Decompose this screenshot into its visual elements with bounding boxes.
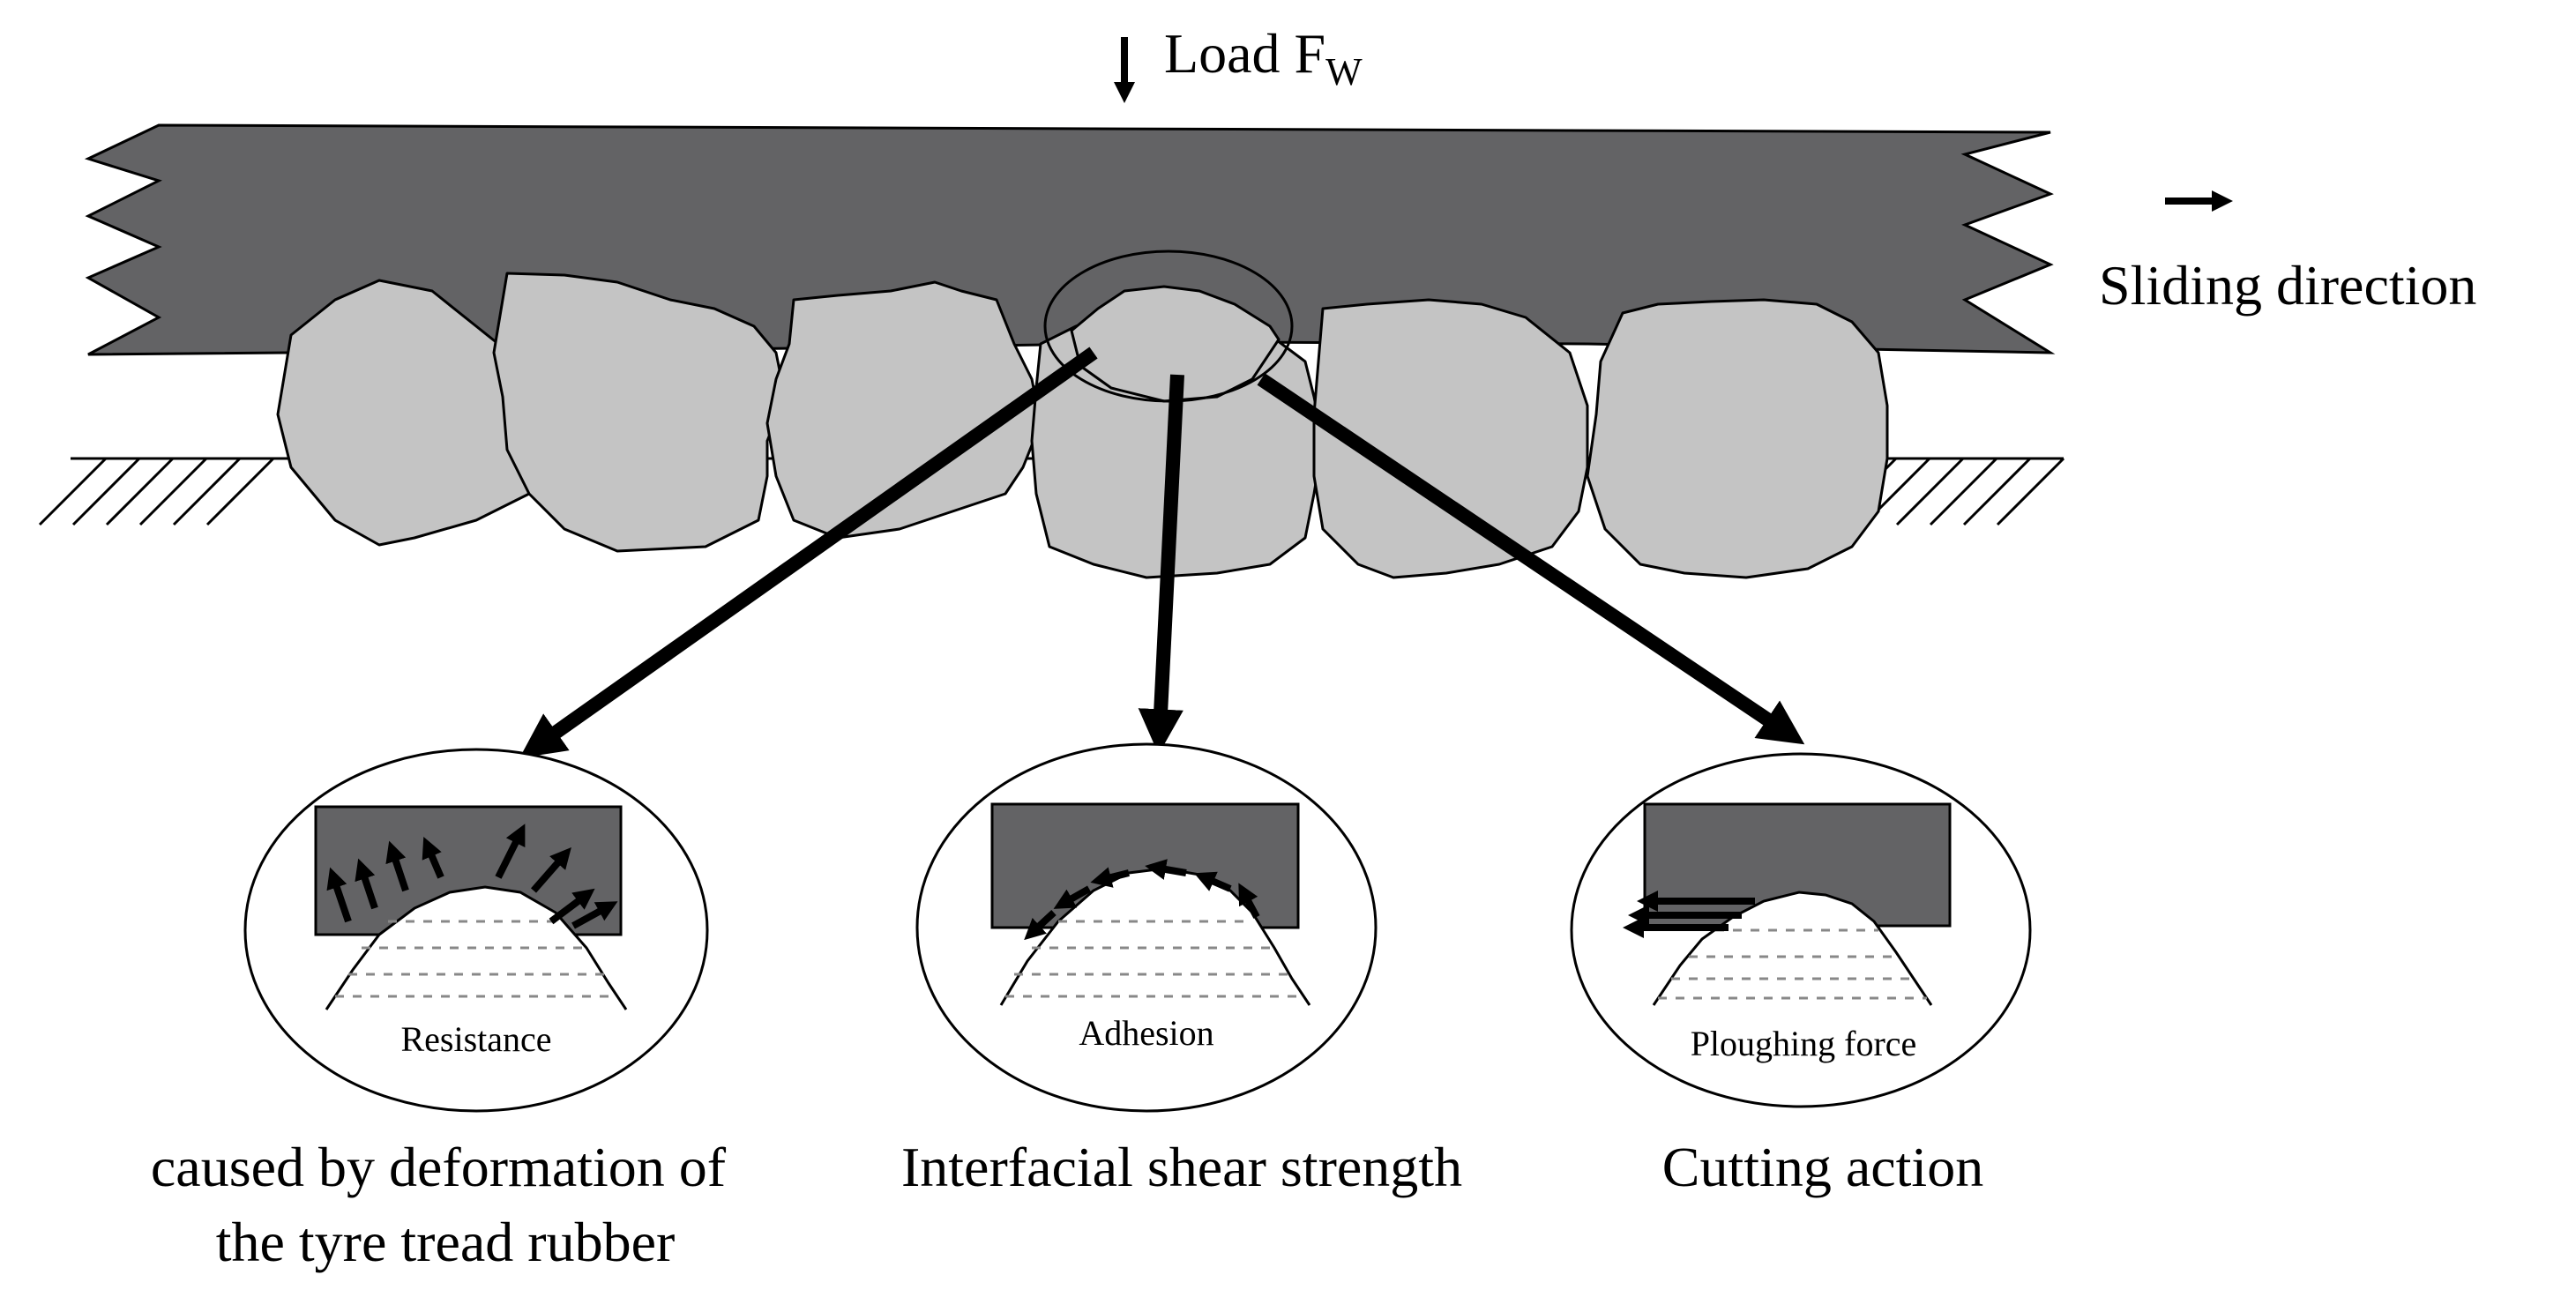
caption-adhesion: Interfacial shear strength	[901, 1136, 1462, 1198]
detail-ploughing-label: Ploughing force	[1691, 1024, 1917, 1063]
hatch-line	[38, 457, 108, 526]
hatch-line	[1895, 457, 1965, 526]
caption-resistance-line-1: caused by deformation of	[151, 1136, 727, 1198]
hatch-line	[1962, 457, 2032, 526]
aggregate-stone	[765, 280, 1042, 540]
leader-arrow-left	[519, 347, 1098, 758]
aggregate-stone	[1586, 298, 1889, 579]
sliding-direction-label: Sliding direction	[2099, 254, 2476, 317]
aggregate-stone	[1312, 298, 1589, 579]
hatch-line	[205, 457, 275, 526]
load-label: Load FW	[1164, 22, 1363, 93]
hatch-line	[71, 457, 141, 526]
hatch-line	[105, 457, 175, 526]
caption-ploughing-line-1: Cutting action	[1662, 1136, 1983, 1198]
leader-arrows	[519, 347, 1805, 758]
hatch-line	[138, 457, 208, 526]
caption-resistance: caused by deformation of the tyre tread …	[151, 1136, 740, 1273]
detail-adhesion: Adhesion	[915, 742, 1378, 1113]
caption-resistance-line-2: the tyre tread rubber	[216, 1211, 676, 1273]
highlighted-asperity	[1070, 285, 1281, 403]
focus-ellipse	[1043, 250, 1294, 403]
hatch-line	[172, 457, 242, 526]
caption-ploughing: Cutting action	[1662, 1136, 1983, 1198]
detail-resistance-label: Resistance	[400, 1019, 551, 1059]
detail-adhesion-label: Adhesion	[1079, 1013, 1213, 1053]
hatch-line	[1996, 457, 2065, 526]
caption-adhesion-line-1: Interfacial shear strength	[901, 1136, 1462, 1198]
hatch-line	[1929, 457, 1998, 526]
detail-ploughing: Ploughing force	[1570, 752, 2032, 1108]
aggregate-stones	[276, 272, 1889, 579]
detail-resistance: Resistance	[243, 748, 709, 1113]
load-subscript: W	[1325, 50, 1363, 93]
leader-arrow-middle	[1138, 374, 1184, 755]
load-text: Load F	[1164, 22, 1325, 85]
aggregate-stone	[492, 272, 787, 553]
leader-arrow-right	[1257, 373, 1805, 745]
